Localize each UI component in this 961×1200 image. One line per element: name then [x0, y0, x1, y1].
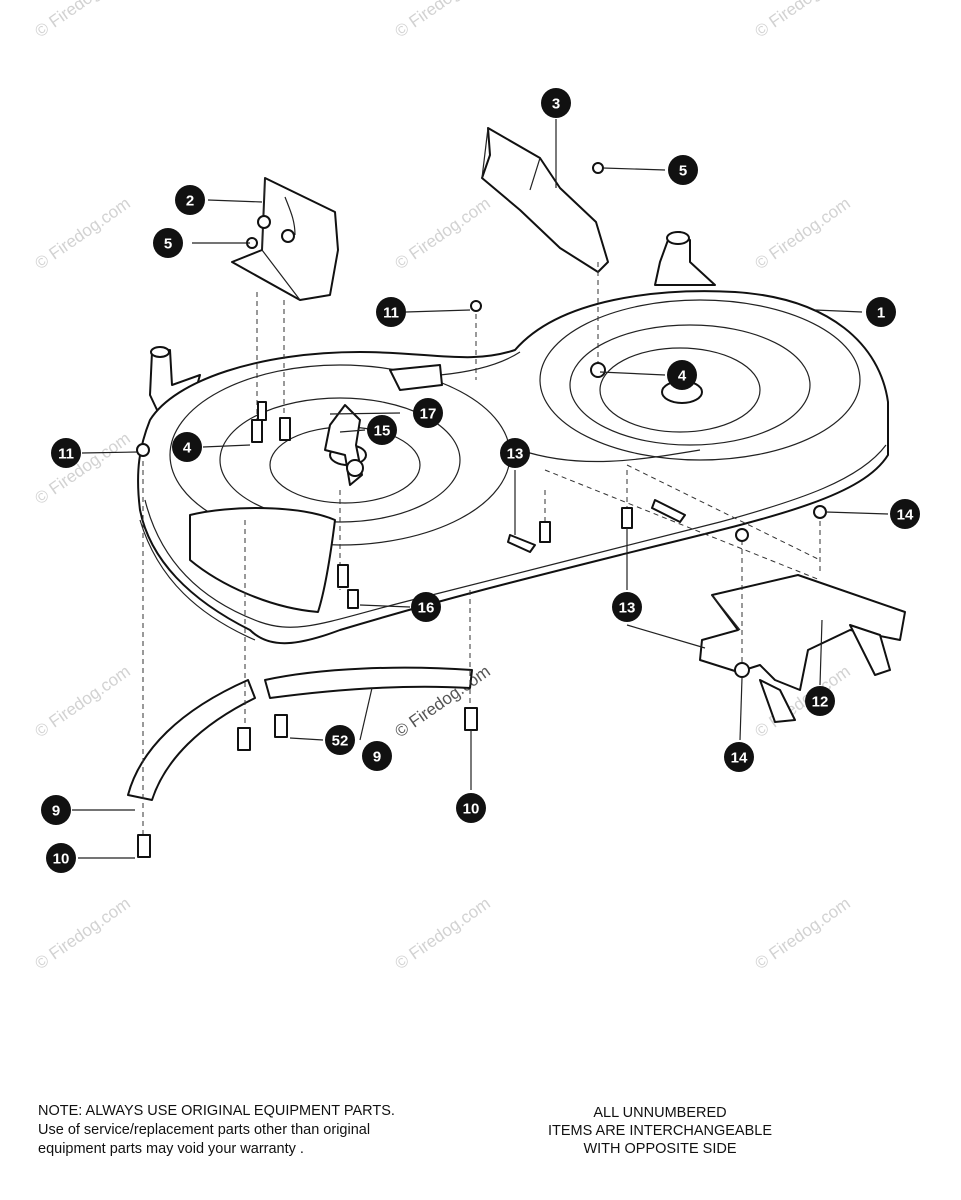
note-line: Use of service/replacement parts other t… [38, 1122, 371, 1138]
warranty-note: NOTE: ALWAYS USE ORIGINAL EQUIPMENT PART… [38, 1102, 478, 1159]
watermark: © Firedog.com [751, 194, 853, 274]
watermark: © Firedog.com [751, 0, 853, 41]
note-line: equipment parts may void your warranty . [38, 1141, 304, 1157]
callout-5: 5 [153, 228, 183, 258]
svg-text:9: 9 [52, 803, 60, 820]
watermark: © Firedog.com [31, 894, 133, 974]
callout-5: 5 [668, 155, 698, 185]
svg-text:4: 4 [183, 440, 192, 457]
callout-10: 10 [456, 793, 486, 823]
svg-text:16: 16 [418, 600, 435, 617]
callout-14: 14 [724, 742, 754, 772]
watermark: © Firedog.com [391, 0, 493, 41]
svg-text:11: 11 [58, 446, 74, 463]
note-line: NOTE: ALWAYS USE ORIGINAL EQUIPMENT PART… [38, 1103, 395, 1119]
svg-text:5: 5 [679, 163, 687, 180]
callout-2: 2 [175, 185, 205, 215]
svg-text:12: 12 [812, 694, 829, 711]
callout-3: 3 [541, 88, 571, 118]
callout-14: 14 [890, 499, 920, 529]
watermark: © Firedog.com [391, 894, 493, 974]
note-line: WITH OPPOSITE SIDE [583, 1141, 737, 1157]
svg-text:52: 52 [332, 733, 349, 750]
watermark: © Firedog.com [31, 662, 133, 742]
watermark: © Firedog.com [751, 894, 853, 974]
callout-11: 11 [376, 297, 406, 327]
callout-13: 13 [500, 438, 530, 468]
svg-text:2: 2 [186, 193, 194, 210]
watermark: © Firedog.com [31, 0, 133, 41]
svg-text:14: 14 [731, 750, 748, 767]
svg-text:1: 1 [877, 305, 885, 322]
watermark: © Firedog.com [31, 429, 133, 509]
callout-11: 11 [51, 438, 81, 468]
svg-text:10: 10 [53, 851, 70, 868]
svg-text:17: 17 [420, 406, 437, 423]
svg-text:5: 5 [164, 236, 172, 253]
bracket-part-3 [481, 127, 609, 273]
callout-9: 9 [362, 741, 392, 771]
svg-text:9: 9 [373, 749, 381, 766]
callout-13: 13 [612, 592, 642, 622]
callout-1: 1 [866, 297, 896, 327]
callout-4: 4 [667, 360, 697, 390]
bracket-part-12 [699, 574, 906, 723]
note-line: ALL UNNUMBERED [593, 1105, 727, 1121]
note-line: ITEMS ARE INTERCHANGEABLE [548, 1123, 772, 1139]
svg-text:11: 11 [383, 305, 399, 322]
callouts: 1 2 3 4 4 5 5 9 [41, 88, 920, 873]
callout-9: 9 [41, 795, 71, 825]
callout-12: 12 [805, 686, 835, 716]
interchangeable-note: ALL UNNUMBERED ITEMS ARE INTERCHANGEABLE… [520, 1104, 800, 1158]
watermark: © Firedog.com [391, 194, 493, 274]
svg-text:4: 4 [678, 368, 687, 385]
leader-lines [72, 119, 889, 859]
callout-52: 52 [325, 725, 355, 755]
callout-15: 15 [367, 415, 397, 445]
callout-10: 10 [46, 843, 76, 873]
svg-text:10: 10 [463, 801, 480, 818]
baffle-part-9 [127, 666, 473, 801]
svg-text:3: 3 [552, 96, 560, 113]
svg-text:13: 13 [619, 600, 636, 617]
svg-text:14: 14 [897, 507, 914, 524]
callout-16: 16 [411, 592, 441, 622]
assembly-lines [142, 262, 821, 840]
watermark: © Firedog.com [31, 194, 133, 274]
svg-text:15: 15 [374, 423, 391, 440]
callout-17: 17 [413, 398, 443, 428]
svg-text:13: 13 [507, 446, 524, 463]
callout-4: 4 [172, 432, 202, 462]
